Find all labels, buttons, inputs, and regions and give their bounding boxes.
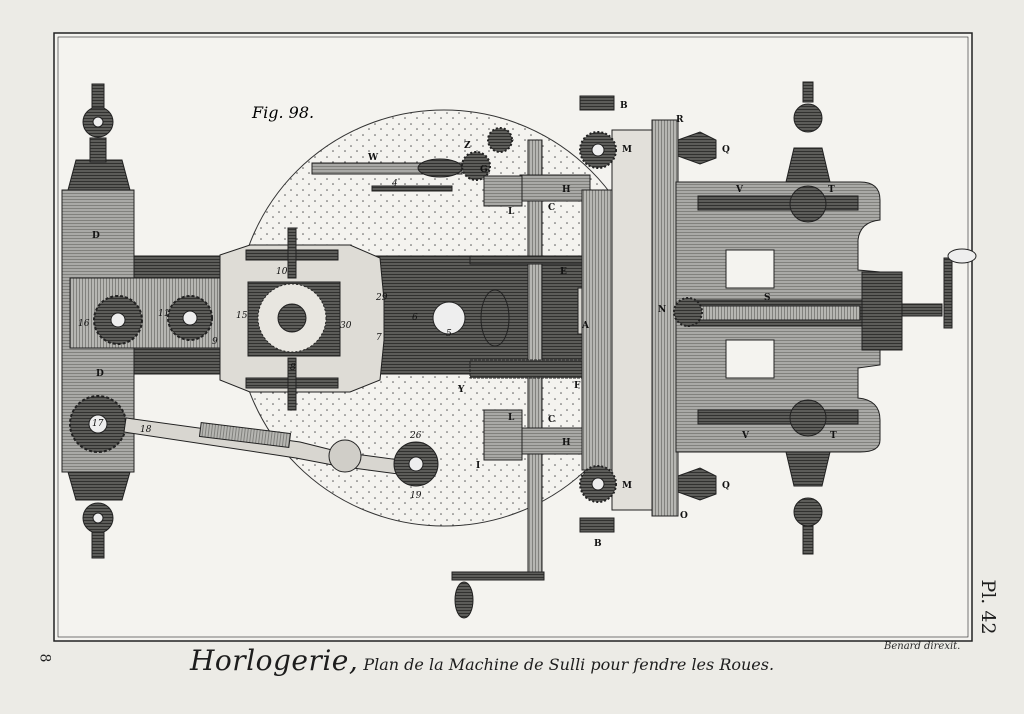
part-letter: I (476, 461, 480, 471)
part-letter: G (480, 165, 488, 175)
part-number: 16 (78, 319, 90, 329)
part-number: 29 (375, 293, 388, 303)
caption-subtitle: Plan de la Machine de Sulli pour fendre … (358, 655, 775, 674)
part-number: 30 (340, 321, 352, 331)
lower-arm (123, 417, 439, 487)
part-number: 7 (376, 333, 382, 343)
part-number: 6 (412, 313, 418, 323)
part-number: 19 (410, 491, 422, 501)
part-number: 8 (290, 363, 296, 373)
part-letter: O (680, 511, 688, 521)
part-letter: V (735, 185, 744, 195)
vertical-frame (581, 189, 613, 471)
part-letter: V (741, 431, 750, 441)
part-letter: M (622, 481, 632, 491)
part-letter: B (620, 101, 628, 111)
part-letter: L (508, 413, 515, 423)
part-letter: E (560, 267, 567, 277)
plate-caption: Horlogerie, Plan de la Machine de Sulli … (190, 644, 890, 686)
top-arm (311, 127, 513, 192)
cog-11 (167, 295, 213, 341)
part-number: 18 (140, 425, 152, 435)
part-letter: L (508, 207, 515, 217)
part-letter: F (574, 381, 581, 391)
part-letter: B (594, 539, 602, 549)
cog-16 (93, 295, 143, 345)
part-letter: D (96, 369, 104, 379)
part-number: 15 (236, 311, 248, 321)
page-number: 8 (36, 653, 53, 663)
part-letter: N (658, 305, 666, 315)
part-letter: C (548, 203, 555, 213)
part-letter: S (764, 293, 771, 303)
gear-group-top (579, 95, 717, 169)
slide-bar-n (651, 119, 679, 517)
right-carriage (673, 181, 977, 453)
part-letter: Q (722, 481, 730, 491)
part-letter: A (581, 321, 590, 331)
part-number: 11 (158, 309, 169, 319)
caption-title: Horlogerie, (190, 644, 359, 677)
part-letter: M (622, 145, 632, 155)
right-finials (785, 81, 831, 555)
part-letter: D (92, 231, 100, 241)
part-letter: Q (722, 145, 730, 155)
part-number: 9 (212, 337, 218, 347)
gear-group-bottom (579, 465, 717, 533)
part-letter: H (562, 185, 571, 195)
part-number: 26 (409, 431, 422, 441)
figure-label: Fig. 98. (251, 103, 314, 122)
part-letter: R (676, 115, 684, 125)
part-letter: T (828, 185, 835, 195)
part-number: 17 (92, 419, 104, 429)
plate-number: Pl. 42 (977, 579, 999, 635)
part-letter: C (548, 415, 555, 425)
engraver-signature: Benard direxit. (884, 641, 961, 652)
part-number: 4 (391, 179, 398, 189)
part-number: 10 (276, 267, 288, 277)
part-letter: H (562, 438, 571, 448)
part-letter: W (367, 153, 379, 163)
part-letter: Y (457, 385, 465, 395)
part-letter: Z (464, 141, 471, 151)
part-number: 5 (446, 329, 452, 339)
part-letter: T (830, 431, 837, 441)
